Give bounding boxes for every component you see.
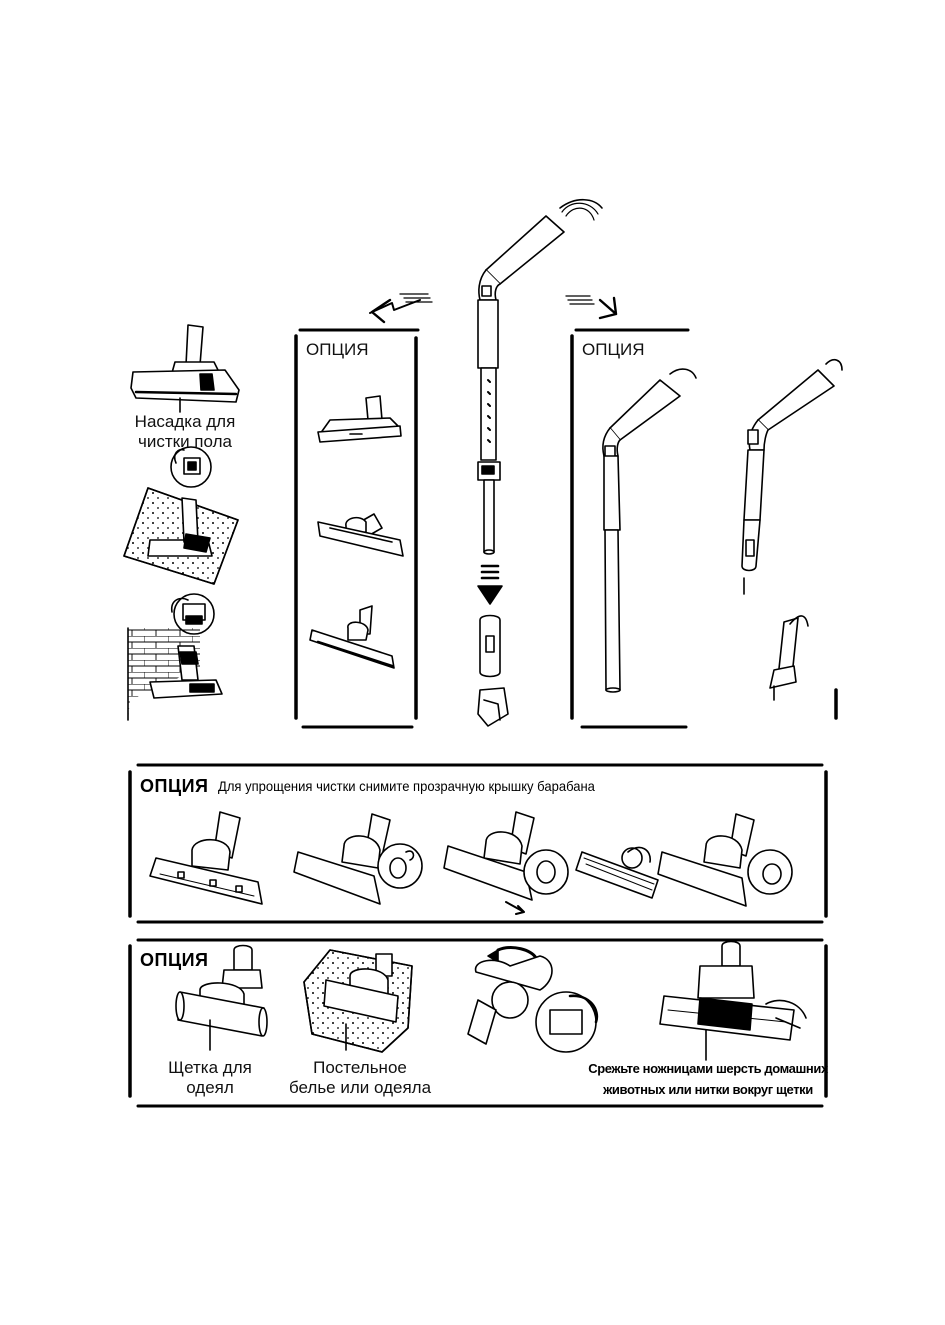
option-nozzle-1-drawing: [318, 396, 401, 442]
brush-roll-drawing: [576, 847, 658, 898]
middle-option-title: ОПЦИЯ: [140, 776, 208, 797]
scissors-caption-line1: Срежьте ножницами шерсть домашних: [588, 1058, 828, 1079]
blanket-brush-label-line2: одеял: [150, 1078, 270, 1098]
turbo-nozzle-step-2-drawing: [294, 814, 422, 904]
tube-assembly-2-drawing: [742, 360, 842, 700]
telescopic-tube-drawing: [478, 200, 602, 554]
blanket-brush-label: Щетка для одеял: [150, 1058, 270, 1098]
floor-nozzle-drawing: [131, 325, 239, 412]
bedding-label-line1: Постельное: [272, 1058, 448, 1078]
option-nozzle-3-drawing: [310, 606, 394, 668]
option-label-left: ОПЦИЯ: [306, 340, 369, 360]
scissors-cutting-scene-drawing: [660, 942, 806, 1061]
crevice-tool-drawing: [478, 616, 508, 727]
bedding-scene-drawing: [304, 950, 412, 1052]
brush-removal-scene-drawing: [468, 948, 597, 1052]
blanket-brush-label-line1: Щетка для: [150, 1058, 270, 1078]
option-nozzle-2-drawing: [318, 514, 403, 556]
turbo-nozzle-step-5-drawing: [658, 814, 792, 906]
floor-nozzle-label-line2: чистки пола: [120, 432, 250, 452]
bedding-label-line2: белье или одеяла: [272, 1078, 448, 1098]
tube-assembly-1-drawing: [603, 369, 696, 692]
scissors-caption-line2: животных или нитки вокруг щетки: [588, 1079, 828, 1100]
floor-nozzle-label: Насадка для чистки пола: [120, 412, 250, 452]
arrow-to-right-option-icon: [566, 296, 616, 318]
scissors-caption: Срежьте ножницами шерсть домашних животн…: [588, 1058, 828, 1100]
wall-scene-drawing: [128, 594, 222, 720]
bottom-option-title: ОПЦИЯ: [140, 950, 208, 971]
carpet-scene-drawing: [124, 447, 238, 584]
floor-nozzle-label-line1: Насадка для: [120, 412, 250, 432]
turbo-nozzle-step-3-drawing: [444, 812, 568, 914]
option-label-right: ОПЦИЯ: [582, 340, 645, 360]
down-arrow-icon: [478, 566, 502, 604]
bedding-label: Постельное белье или одеяла: [272, 1058, 448, 1098]
arrow-to-left-option-icon: [370, 294, 432, 322]
turbo-nozzle-step-1-drawing: [150, 812, 262, 904]
middle-instruction: Для упрощения чистки снимите прозрачную …: [218, 778, 595, 794]
